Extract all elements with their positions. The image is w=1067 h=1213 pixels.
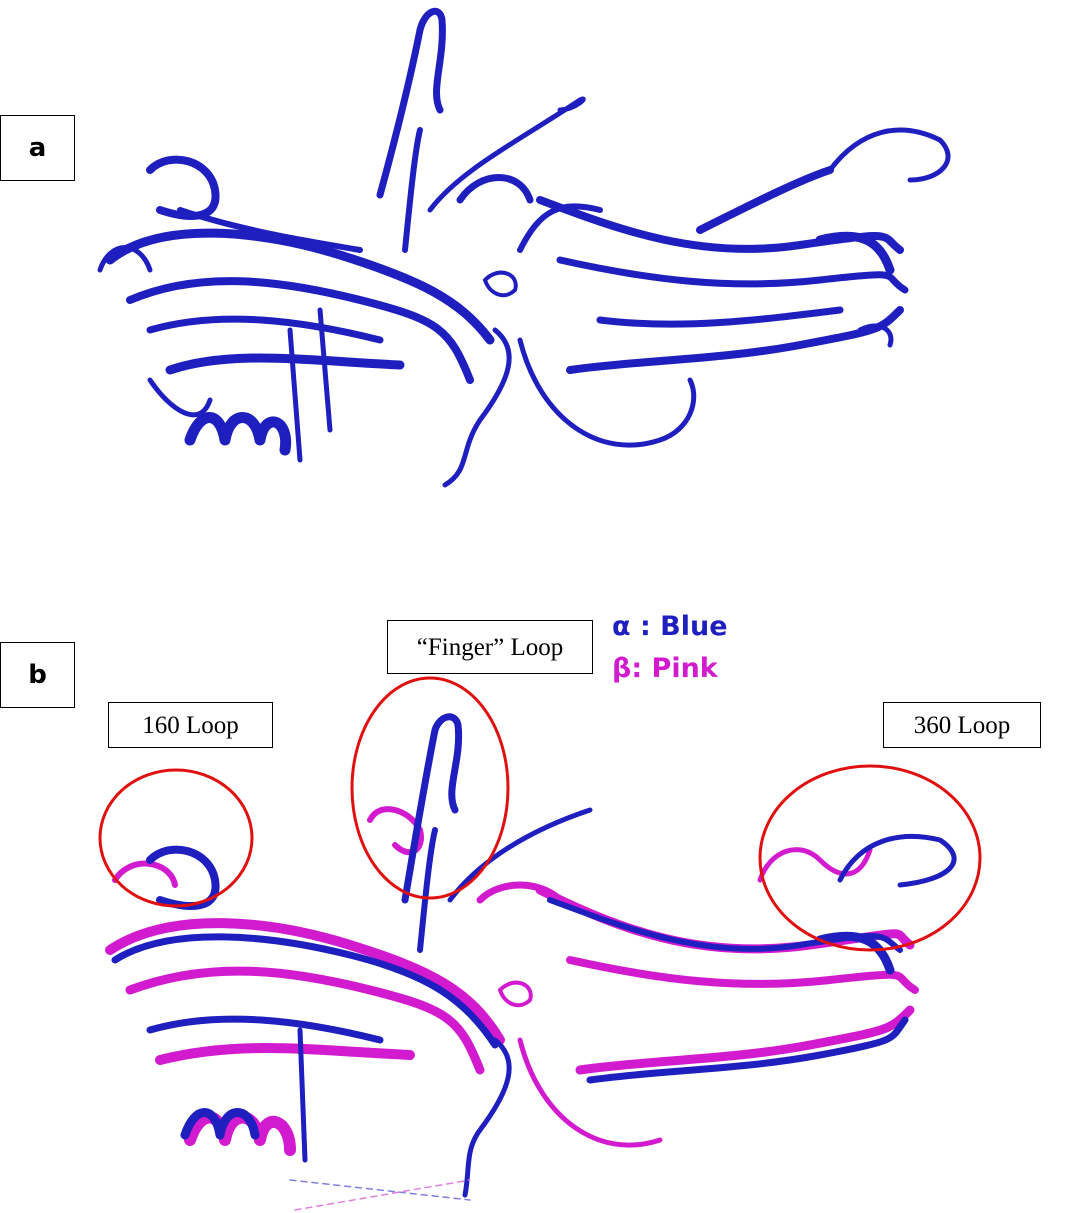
loop-360-label: 360 Loop: [883, 702, 1041, 748]
loop-160-label: 160 Loop: [108, 702, 273, 748]
legend-alpha: α : Blue: [612, 613, 728, 640]
legend-beta: β: Pink: [612, 655, 718, 682]
finger-loop-label: “Finger” Loop: [387, 620, 593, 674]
